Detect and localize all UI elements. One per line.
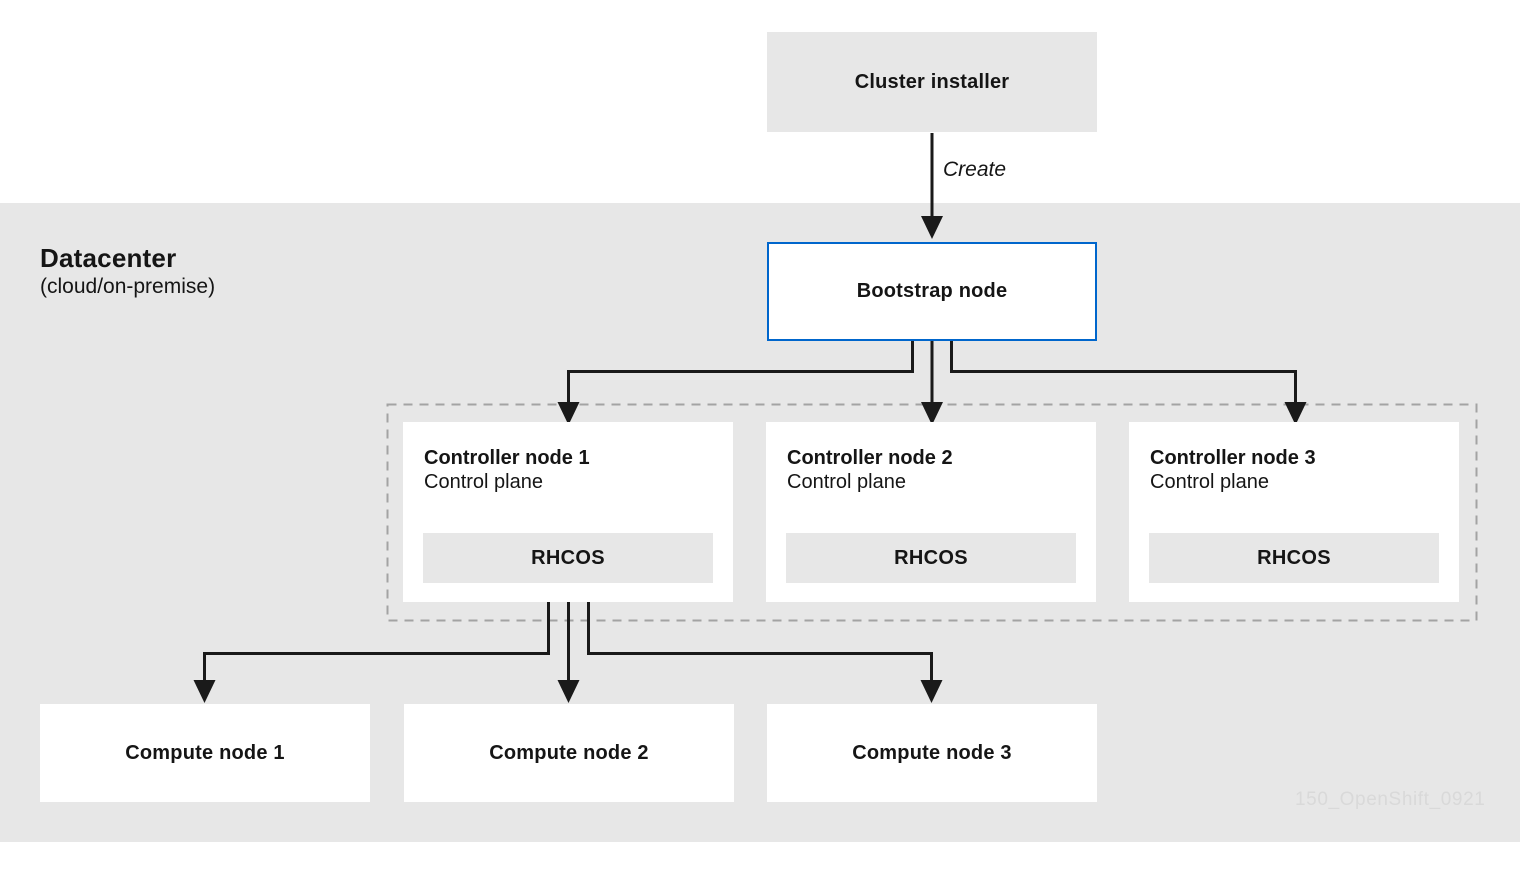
controller-subtitle: Control plane [1150, 471, 1269, 493]
controller-node-2: Controller node 2 Control plane RHCOS [766, 422, 1096, 602]
controller-node-1: Controller node 1 Control plane RHCOS [403, 422, 733, 602]
controller-title: Controller node 3 [1150, 447, 1316, 469]
watermark-text: 150_OpenShift_0921 [1295, 789, 1486, 810]
controller-title: Controller node 1 [424, 447, 590, 469]
controller-title: Controller node 2 [787, 447, 953, 469]
controller-node-3: Controller node 3 Control plane RHCOS [1129, 422, 1459, 602]
datacenter-label: Datacenter (cloud/on-premise) [40, 243, 215, 301]
connector-controller-compute1 [203, 601, 550, 682]
rhcos-badge: RHCOS [423, 533, 713, 583]
bootstrap-node-label: Bootstrap node [856, 280, 1008, 302]
compute-node-label: Compute node 3 [852, 741, 1012, 764]
arrowhead-icon [921, 402, 943, 425]
controller-subtitle: Control plane [424, 471, 543, 493]
compute-node-2: Compute node 2 [404, 704, 734, 802]
arrowhead-icon [921, 216, 943, 239]
connector-bootstrap-controller1 [567, 340, 914, 404]
compute-node-3: Compute node 3 [767, 704, 1097, 802]
connector-bootstrap-controller3 [950, 340, 1297, 404]
rhcos-badge: RHCOS [786, 533, 1076, 583]
arrowhead-icon [920, 680, 943, 703]
rhcos-badge: RHCOS [1149, 533, 1439, 583]
arrowhead-icon [557, 402, 580, 425]
cluster-installer-label: Cluster installer [854, 70, 1010, 93]
create-arrow-label: Create [943, 158, 1007, 181]
compute-node-1: Compute node 1 [40, 704, 370, 802]
arrowhead-icon [557, 680, 580, 703]
compute-node-label: Compute node 2 [489, 741, 649, 764]
compute-node-label: Compute node 1 [125, 741, 285, 764]
arrowhead-icon [1284, 402, 1307, 425]
bootstrap-node: Bootstrap node [767, 242, 1097, 341]
connector-controller-compute3 [587, 601, 933, 682]
arrowhead-icon [193, 680, 216, 703]
datacenter-subtitle: (cloud/on-premise) [40, 275, 216, 298]
datacenter-title: Datacenter [40, 243, 177, 273]
controller-subtitle: Control plane [787, 471, 906, 493]
cluster-installer-node: Cluster installer [767, 32, 1097, 132]
